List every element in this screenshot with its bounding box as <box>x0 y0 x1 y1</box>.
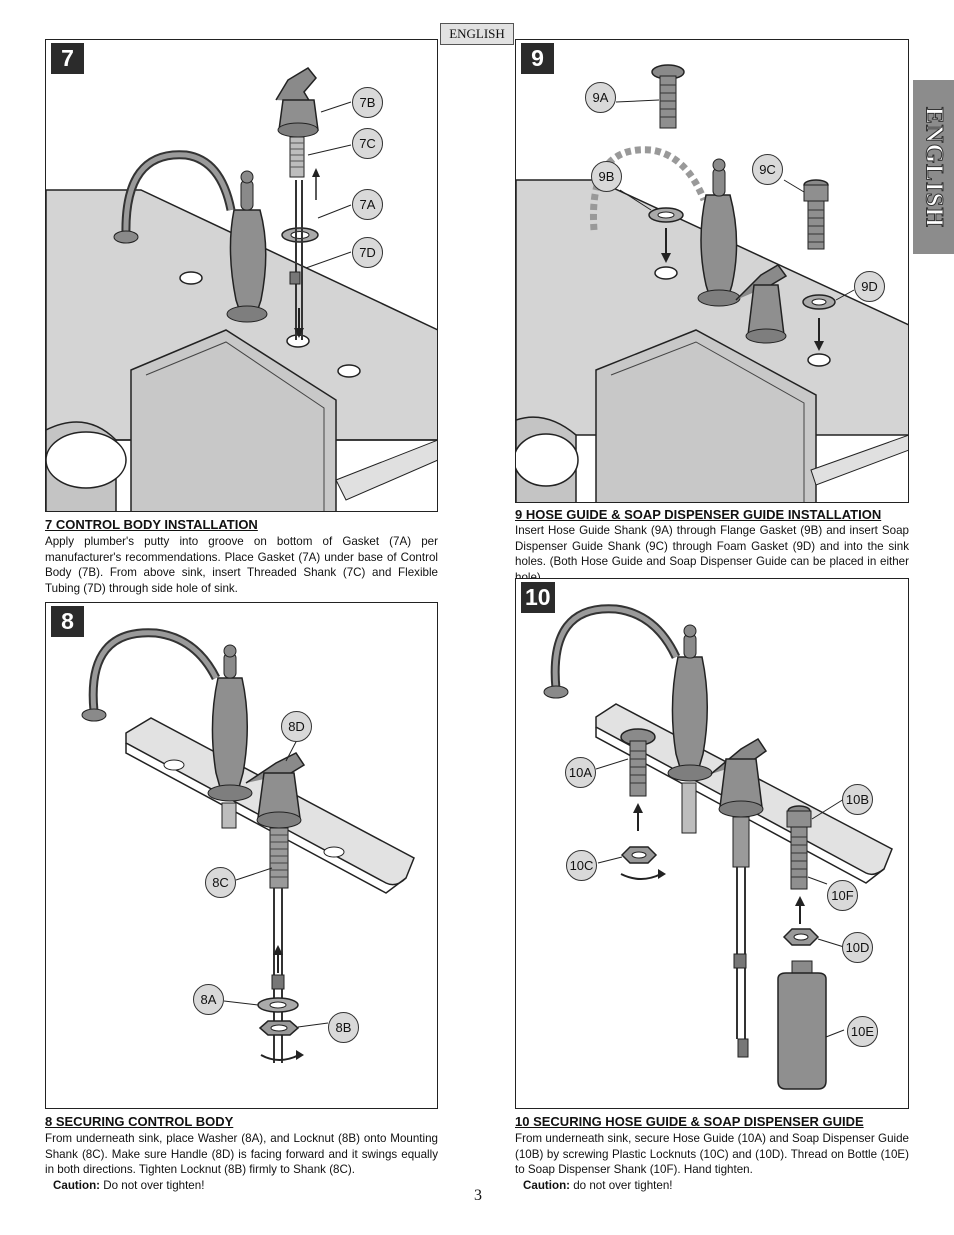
callout-9d: 9D <box>854 271 885 302</box>
callout-9a: 9A <box>585 82 616 113</box>
step10-instructions: From underneath sink, secure Hose Guide … <box>515 1132 909 1177</box>
step9-illustration: 9 9A 9B 9C 9D <box>515 39 909 503</box>
step9-drawing <box>516 64 908 502</box>
step8-number-badge: 8 <box>51 606 84 637</box>
step8-instructions: From underneath sink, place Washer (8A),… <box>45 1132 438 1177</box>
language-tag: ENGLISH <box>440 23 514 45</box>
side-language-tab: ENGLISH <box>913 80 954 254</box>
step9-instructions: Insert Hose Guide Shank (9A) through Fla… <box>515 524 909 584</box>
step10-caution: Caution: do not over tighten! <box>523 1179 673 1192</box>
callout-8c: 8C <box>205 867 236 898</box>
side-tab-label: ENGLISH <box>920 106 948 228</box>
step8-caution-label: Caution: <box>53 1179 101 1192</box>
step8-caution-text: Do not over tighten! <box>100 1179 205 1192</box>
callout-10e: 10E <box>847 1016 878 1047</box>
callout-7b: 7B <box>352 87 383 118</box>
step7-drawing <box>46 67 437 511</box>
callout-10f: 10F <box>827 880 858 911</box>
step9-number-badge: 9 <box>521 43 554 74</box>
callout-10b: 10B <box>842 784 873 815</box>
step7-illustration: 7 7B 7C 7A 7D <box>45 39 438 512</box>
step10-number-badge: 10 <box>521 582 555 613</box>
callout-10d: 10D <box>842 932 873 963</box>
step10-drawing <box>543 604 893 1090</box>
callout-9c: 9C <box>752 154 783 185</box>
callout-9b: 9B <box>591 161 622 192</box>
callout-7d: 7D <box>352 237 383 268</box>
page-number: 3 <box>474 1187 482 1204</box>
callout-10c: 10C <box>566 850 597 881</box>
step8-drawing <box>81 628 415 1063</box>
step10-caution-label: Caution: <box>523 1179 571 1192</box>
callout-8d: 8D <box>281 711 312 742</box>
step8-title: 8 SECURING CONTROL BODY <box>45 1114 234 1129</box>
callout-7c: 7C <box>352 128 383 159</box>
step8-caution: Caution: Do not over tighten! <box>53 1179 204 1192</box>
callout-8b: 8B <box>328 1012 359 1043</box>
callout-10a: 10A <box>565 757 596 788</box>
callout-8a: 8A <box>193 984 224 1015</box>
step10-illustration: 10 10A 10B 10C 10F 10D 10E <box>515 578 909 1109</box>
step9-title: 9 HOSE GUIDE & SOAP DISPENSER GUIDE INST… <box>515 507 882 522</box>
step10-caution-text: do not over tighten! <box>570 1179 673 1192</box>
step7-instructions: Apply plumber's putty into groove on bot… <box>45 535 438 595</box>
callout-7a: 7A <box>352 189 383 220</box>
step7-title: 7 CONTROL BODY INSTALLATION <box>45 517 258 532</box>
step8-illustration: 8 8D 8C 8A 8B <box>45 602 438 1109</box>
step7-number-badge: 7 <box>51 43 84 74</box>
step10-title: 10 SECURING HOSE GUIDE & SOAP DISPENSER … <box>515 1114 864 1129</box>
